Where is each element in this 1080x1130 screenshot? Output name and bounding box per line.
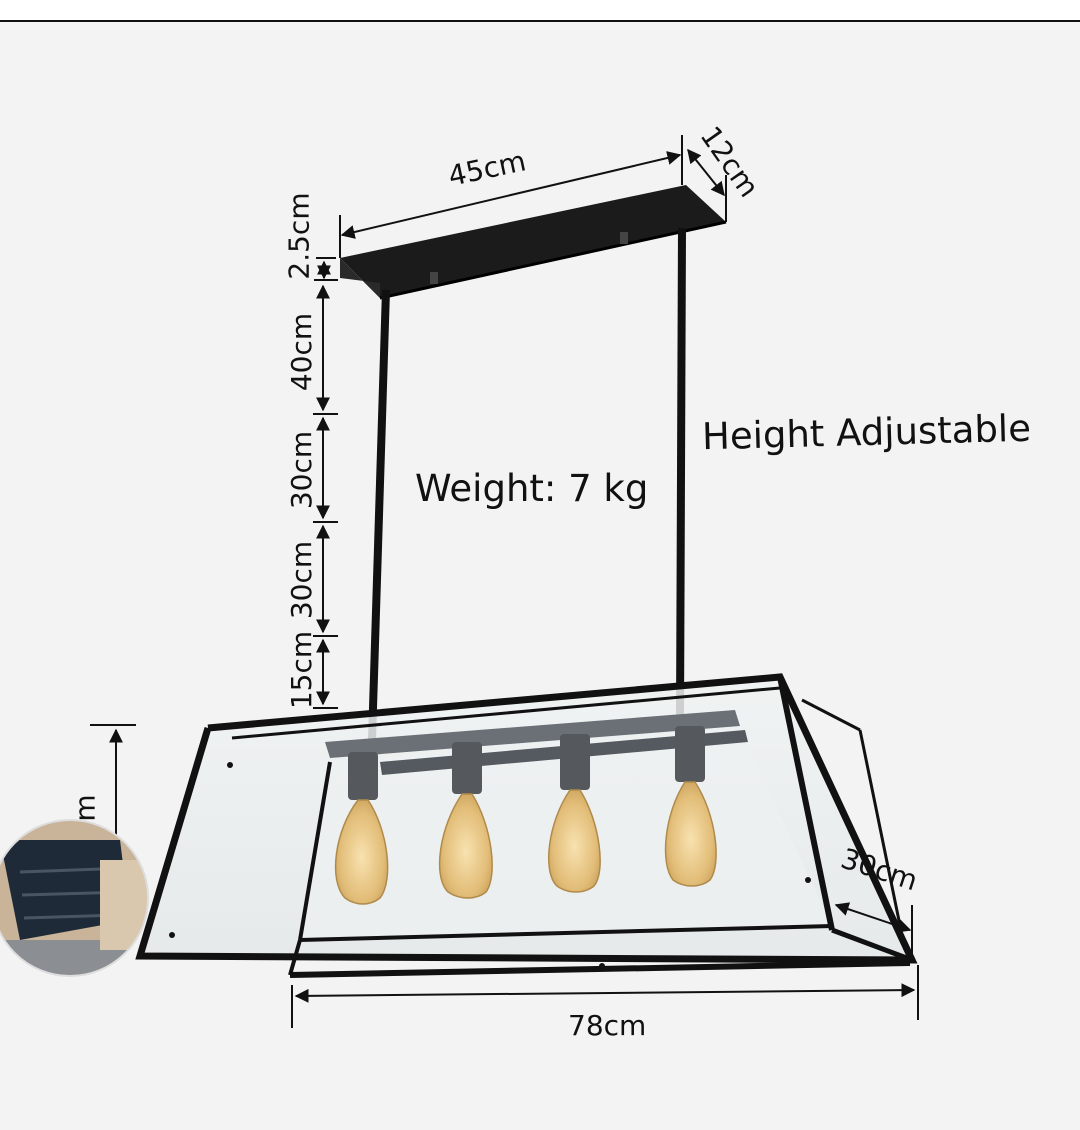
label-segment-30-a: 30cm [285, 430, 319, 510]
top-bar [0, 0, 1080, 22]
label-left-partial: m [68, 794, 102, 822]
bulb-1 [334, 752, 389, 905]
bulb-4 [664, 726, 717, 887]
label-canopy-height: 2.5cm [282, 192, 316, 280]
label-segment-15: 15cm [285, 630, 319, 710]
label-segment-30-b: 30cm [285, 540, 319, 620]
height-adjustable-label: Height Adjustable [701, 406, 1032, 459]
label-width-bottom: 78cm [568, 1009, 647, 1042]
dimension-lines [90, 135, 919, 1028]
weight-label: Weight: 7 kg [415, 467, 649, 510]
color-thumbnail [0, 819, 149, 977]
bulb-2 [438, 742, 493, 899]
ceiling-canopy [340, 185, 727, 300]
label-segment-40: 40cm [285, 312, 319, 392]
bulb-3 [547, 734, 601, 893]
suspension-rods [368, 227, 686, 741]
glass-lantern [135, 673, 918, 978]
